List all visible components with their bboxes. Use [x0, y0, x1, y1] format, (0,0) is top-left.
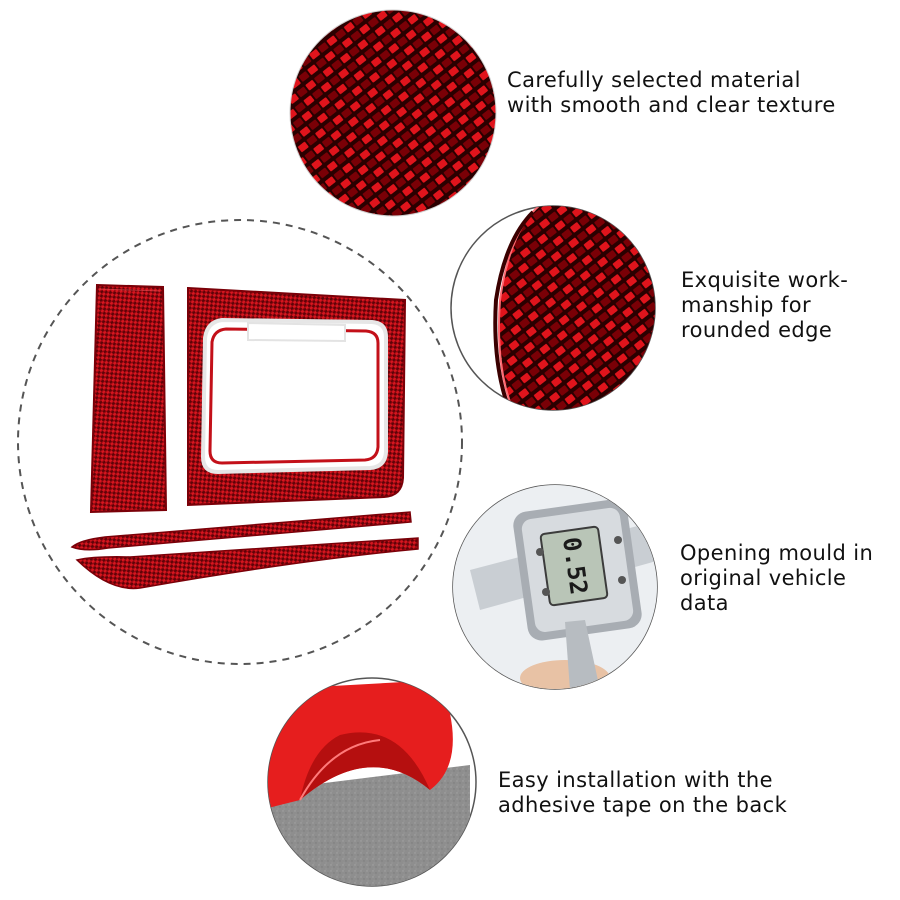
feature-text-opening-mould: Opening mould in original vehicle data — [680, 541, 873, 616]
trim-piece-thin-strip-lower — [75, 537, 419, 590]
feature-text-rounded-edge: Exquisite work- manship for rounded edge — [681, 268, 848, 343]
feature-line: manship for — [681, 293, 812, 317]
feature-line: original vehicle — [680, 566, 847, 590]
feature-line: adhesive tape on the back — [498, 793, 788, 817]
feature-line: Easy installation with the — [498, 768, 773, 792]
feature-line: Carefully selected material — [507, 68, 801, 92]
feature-line: rounded edge — [681, 318, 833, 342]
trim-piece-vertical-strip — [89, 283, 168, 514]
dashed-circle-frame — [17, 219, 463, 665]
trim-piece-gear-frame — [187, 286, 407, 507]
trim-piece-thin-strip-upper — [70, 511, 412, 551]
feature-line: with smooth and clear texture — [507, 93, 836, 117]
feature-line: Exquisite work- — [681, 268, 849, 292]
feature-line: data — [680, 591, 729, 615]
feature-text-adhesive-tape: Easy installation with the adhesive tape… — [498, 768, 787, 818]
feature-text-material: Carefully selected material with smooth … — [507, 68, 836, 118]
feature-line: Opening mould in — [680, 541, 874, 565]
